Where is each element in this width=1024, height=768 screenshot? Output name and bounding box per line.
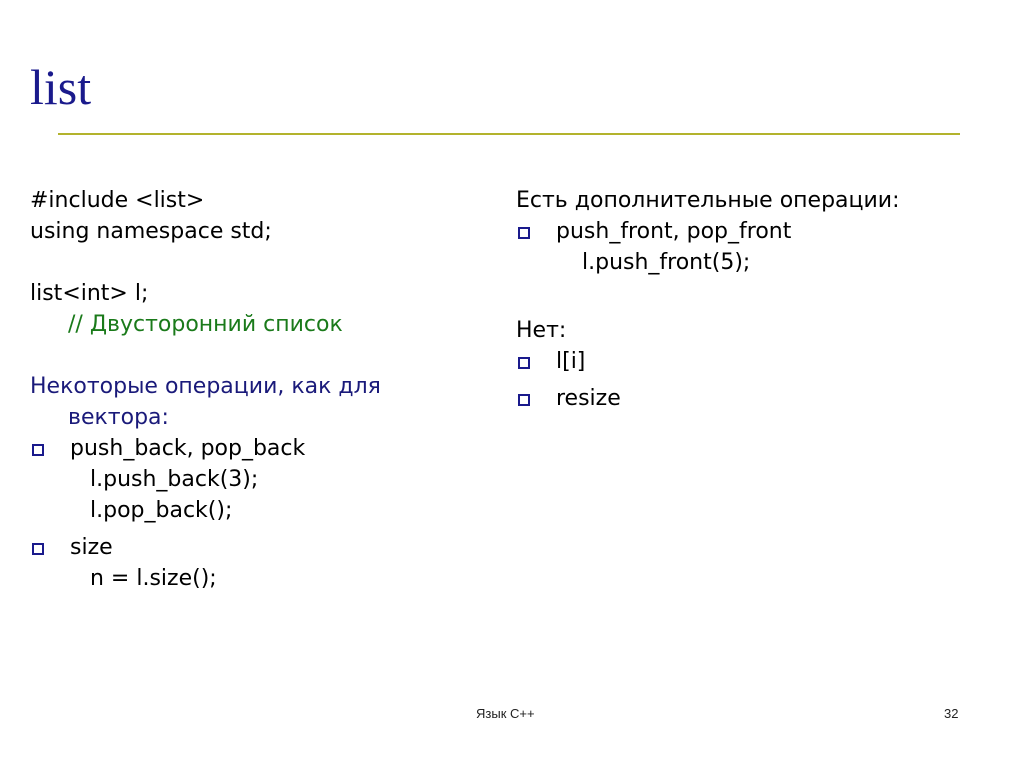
heading-extra-ops: Есть дополнительные операции:	[516, 188, 900, 213]
title-divider	[58, 133, 960, 135]
square-bullet-icon	[32, 444, 44, 456]
square-bullet-icon	[518, 227, 530, 239]
bullet-label: resize	[556, 386, 621, 411]
footer-page-number: 32	[944, 706, 959, 721]
bullet-item-size: size n = l.size();	[30, 532, 500, 594]
bullet-item-push-front: push_front, pop_front l.push_front(5);	[516, 216, 996, 278]
code-namespace: using namespace std;	[30, 219, 272, 244]
slide-title: list	[30, 59, 92, 115]
bullet-label: size	[70, 535, 113, 560]
code-comment: // Двусторонний список	[68, 312, 343, 337]
code-line: n = l.size();	[90, 566, 217, 591]
intro-text-line1: Некоторые операции, как для	[30, 374, 381, 399]
bullet-label: l[i]	[556, 349, 586, 374]
square-bullet-icon	[518, 357, 530, 369]
bullet-label: push_front, pop_front	[556, 219, 792, 244]
code-line: l.push_front(5);	[582, 250, 751, 275]
bullet-item-resize: resize	[516, 383, 996, 414]
code-declaration: list<int> l;	[30, 281, 149, 306]
square-bullet-icon	[32, 543, 44, 555]
square-bullet-icon	[518, 394, 530, 406]
code-include: #include <list>	[30, 188, 205, 213]
heading-no-ops: Нет:	[516, 318, 567, 343]
bullet-label: push_back, pop_back	[70, 436, 306, 461]
right-column: Есть дополнительные операции: push_front…	[516, 185, 996, 414]
intro-text-line2: вектора:	[68, 405, 169, 430]
bullet-item-index: l[i]	[516, 346, 996, 377]
bullet-item-push-back: push_back, pop_back l.push_back(3); l.po…	[30, 433, 500, 526]
footer-course-title: Язык C++	[476, 706, 535, 721]
left-column: #include <list> using namespace std; lis…	[30, 185, 500, 594]
code-line: l.pop_back();	[90, 498, 233, 523]
code-line: l.push_back(3);	[90, 467, 259, 492]
